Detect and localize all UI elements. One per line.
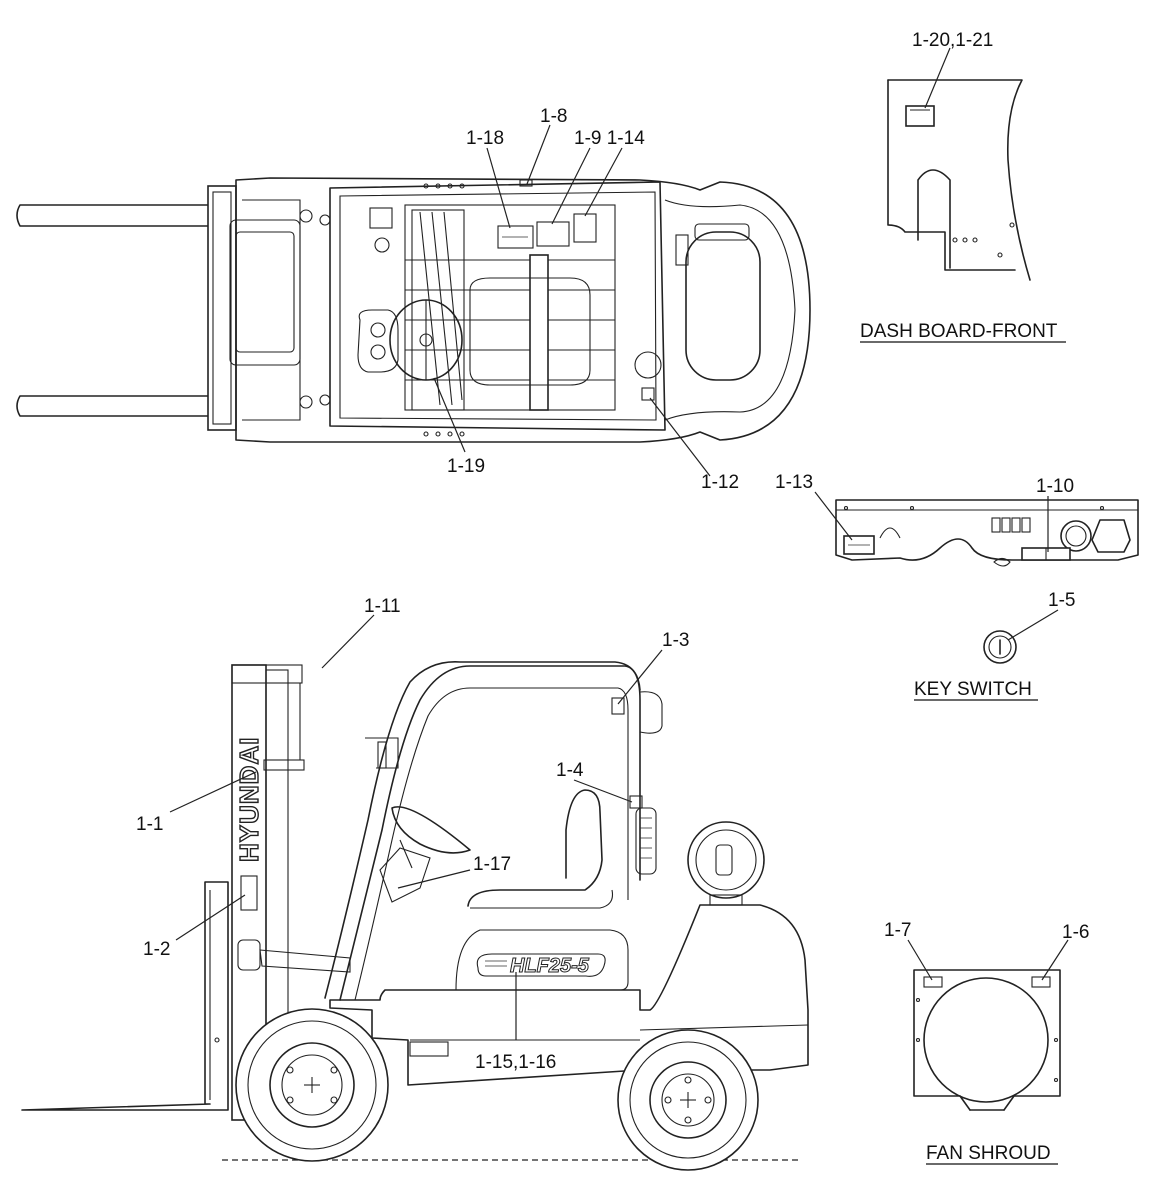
mast-brand-decal: HYUNDAI bbox=[234, 737, 264, 862]
title-fan-shroud: FAN SHROUD bbox=[926, 1143, 1051, 1164]
callout-1-10: 1-10 bbox=[1036, 476, 1074, 497]
callout-1-17: 1-17 bbox=[473, 854, 511, 875]
dash-board-front-view bbox=[887, 79, 1031, 281]
callout-1-8: 1-8 bbox=[540, 106, 567, 127]
callout-1-3: 1-3 bbox=[662, 630, 689, 651]
callout-1-9-1-14: 1-9 1-14 bbox=[574, 128, 645, 149]
section-titles: DASH BOARD-FRONT KEY SWITCH FAN SHROUD bbox=[860, 321, 1066, 1165]
rear-wheel bbox=[617, 1029, 759, 1171]
callout-1-11: 1-11 bbox=[364, 596, 401, 617]
front-wheel bbox=[235, 1008, 389, 1162]
key-switch-view bbox=[983, 630, 1017, 664]
callout-1-2: 1-2 bbox=[143, 939, 170, 960]
callout-1-12: 1-12 bbox=[701, 472, 739, 493]
leader-lines bbox=[169, 47, 1069, 1040]
model-decal-text: HLF25-5 bbox=[510, 955, 590, 977]
dash-panel-view bbox=[835, 499, 1139, 567]
model-decal: HLF25-5 bbox=[476, 953, 606, 978]
callout-1-7: 1-7 bbox=[884, 920, 911, 941]
top-view bbox=[16, 177, 811, 443]
title-dash-board-front: DASH BOARD-FRONT bbox=[860, 321, 1058, 342]
callout-1-18: 1-18 bbox=[466, 128, 504, 149]
callout-1-4: 1-4 bbox=[556, 760, 584, 781]
callout-1-19: 1-19 bbox=[447, 456, 485, 477]
top-side-holes bbox=[423, 183, 465, 437]
callout-1-6: 1-6 bbox=[1062, 922, 1089, 943]
title-key-switch: KEY SWITCH bbox=[914, 679, 1032, 700]
fan-shroud-view bbox=[913, 969, 1061, 1111]
side-view: HYUNDAI HLF25-5 bbox=[21, 661, 809, 1171]
callout-1-15-1-16: 1-15,1-16 bbox=[475, 1052, 556, 1073]
callout-1-5: 1-5 bbox=[1048, 590, 1075, 611]
callout-labels: 1-20,1-21 1-8 1-18 1-9 1-14 1-19 1-12 1-… bbox=[136, 30, 1089, 1073]
callout-1-20-1-21: 1-20,1-21 bbox=[912, 30, 993, 51]
callout-1-13: 1-13 bbox=[775, 472, 813, 493]
callout-1-1: 1-1 bbox=[136, 814, 163, 835]
